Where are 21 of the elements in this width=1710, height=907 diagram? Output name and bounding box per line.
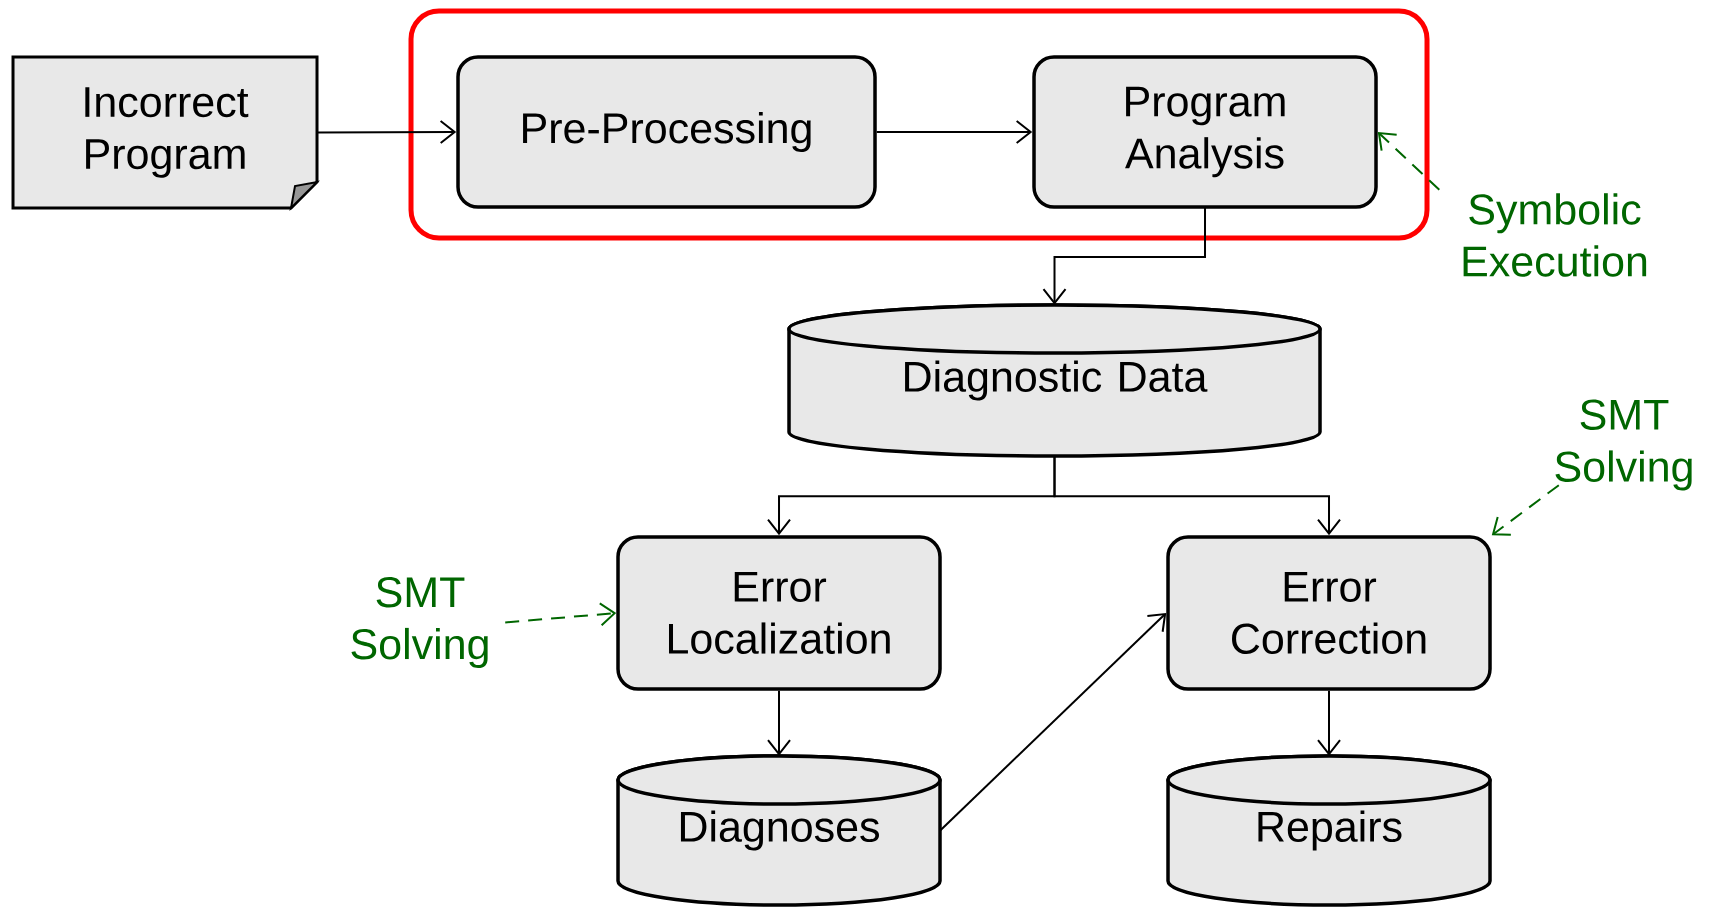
arrow [1042,206,1206,305]
arrow [1317,689,1341,756]
arrow [767,689,791,756]
annotation-text: SMT Solving [351,577,488,668]
process-box: Pre-Processing [456,55,877,209]
arrow [316,120,457,145]
annotation-text: Symbolic Execution [1463,193,1647,277]
arrow [1053,455,1341,536]
process-box: Error Localization [616,535,942,691]
highlight-frame [408,8,1430,241]
process-box: Program Analysis [1032,55,1378,209]
database-cylinder: Diagnostic Data [787,303,1322,458]
process-box: Error Correction [1166,535,1492,691]
arrow [504,602,617,627]
database-cylinder: Diagnoses [616,754,942,907]
annotation-text: SMT Solving [1555,399,1692,491]
arrow [1491,484,1560,536]
arrow [875,120,1033,144]
arrow [939,613,1167,832]
database-cylinder: Repairs [1166,754,1492,907]
arrow [1377,132,1441,191]
